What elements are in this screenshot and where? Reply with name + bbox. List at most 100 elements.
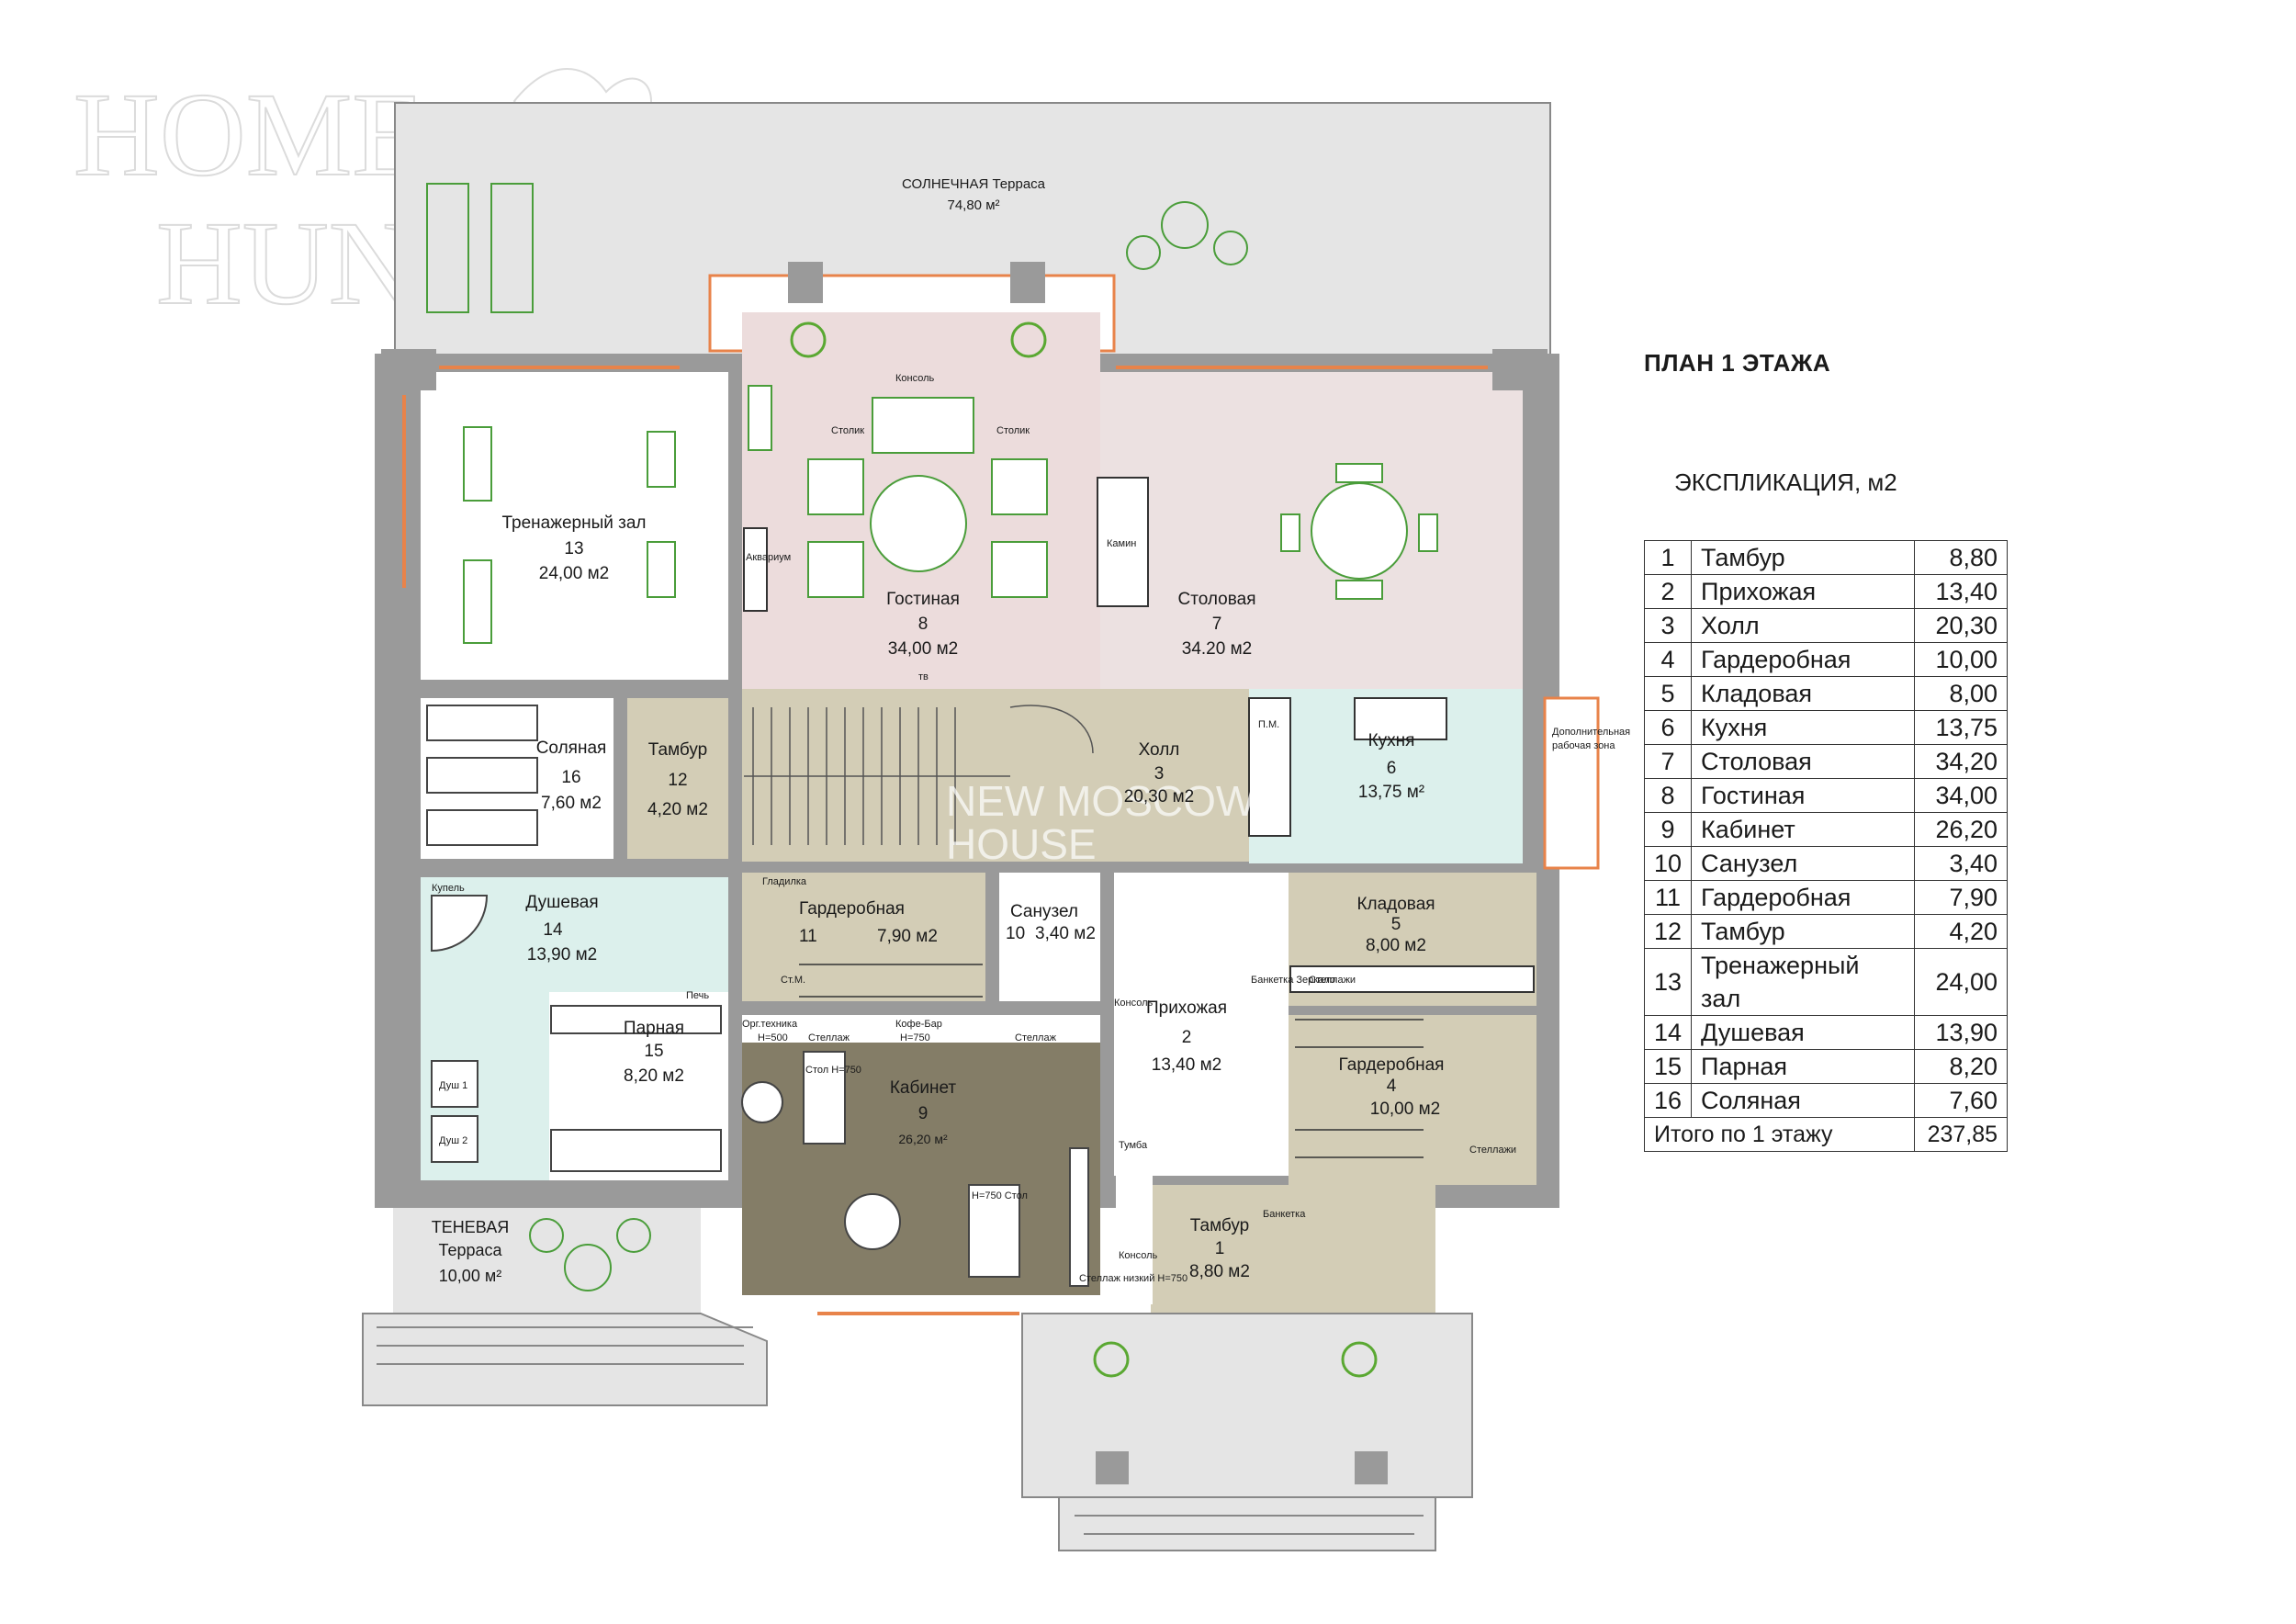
staircase xyxy=(744,705,1094,845)
room-3-name: Холл xyxy=(1139,740,1180,760)
pech-label: Печь xyxy=(686,990,709,1001)
terrace-furniture xyxy=(426,183,1248,1291)
row-name: Кладовая xyxy=(1691,676,1916,711)
porch-steps xyxy=(1058,1496,1436,1551)
plant-icons xyxy=(790,321,1378,1378)
console-3-label: Консоль xyxy=(1114,998,1154,1009)
row-area: 7,60 xyxy=(1914,1083,2009,1118)
room-11-name: Гардеробная xyxy=(799,899,905,919)
watermark-line2: HOUSE xyxy=(946,820,1097,868)
row-name: Тамбур xyxy=(1691,914,1916,949)
gladilka-label: Гладилка xyxy=(762,876,807,887)
kitchen-counter xyxy=(1248,697,1291,837)
row-name: Соляная xyxy=(1691,1083,1916,1118)
row-number: 3 xyxy=(1643,608,1693,643)
room-label-14: Душевая 14 13,90 м2 xyxy=(525,893,598,964)
room-9-area: 26,20 м² xyxy=(898,1132,948,1146)
room-14-num: 14 xyxy=(543,920,563,940)
row-area: 13,90 xyxy=(1914,1015,2009,1050)
room-12-fill xyxy=(627,698,728,859)
shade-terrace-label: ТЕНЕВАЯ Терраса 10,00 м² xyxy=(432,1218,509,1285)
rack-label: Стеллаж xyxy=(808,1032,850,1043)
new-moscow-house-watermark: NEW MOSCOW HOUSE xyxy=(946,777,1256,868)
gym-equipment xyxy=(463,426,676,644)
sun-terrace-name: СОЛНЕЧНАЯ Терраса xyxy=(902,176,1046,192)
row-number: 7 xyxy=(1643,744,1693,779)
column-4 xyxy=(381,349,436,390)
row-number: 2 xyxy=(1643,574,1693,609)
room-label-8: Гостиная 8 34,00 м2 xyxy=(886,590,960,659)
row-name: Гостиная xyxy=(1691,778,1916,813)
shade-terrace-area: 10,00 м² xyxy=(439,1267,501,1285)
row-name: Тамбур xyxy=(1691,540,1916,575)
tv-label: тв xyxy=(918,671,929,682)
room-15-num: 15 xyxy=(644,1042,663,1061)
room-label-13: Тренажерный зал 13 24,00 м2 xyxy=(502,513,647,583)
row-number: 16 xyxy=(1643,1083,1693,1118)
room-15-name: Парная xyxy=(624,1019,684,1038)
row-area: 8,80 xyxy=(1914,540,2009,575)
room-12-name: Тамбур xyxy=(648,740,708,760)
row-number: 14 xyxy=(1643,1015,1693,1050)
tumba-label: Тумба xyxy=(1119,1140,1148,1151)
table-h750-b-label: H=750 Стол xyxy=(972,1190,1028,1201)
room-3-num: 3 xyxy=(1154,764,1165,784)
room-1-num: 1 xyxy=(1215,1239,1225,1258)
room-4-name: Гардеробная xyxy=(1339,1055,1445,1075)
fireplace-label: Камин xyxy=(1107,538,1136,549)
stolik-left-label: Столик xyxy=(831,425,864,436)
rack-low-label: Стеллаж низкий H=750 xyxy=(1079,1273,1187,1284)
room-10-area: 3,40 м2 xyxy=(1035,924,1096,943)
room-4-num: 4 xyxy=(1387,1077,1397,1096)
fireplace xyxy=(1097,477,1149,607)
room-7-name: Столовая xyxy=(1178,590,1256,609)
stm-label: Ст.М. xyxy=(781,975,805,986)
row-area: 7,90 xyxy=(1914,880,2009,915)
total-area: 237,85 xyxy=(1914,1117,2009,1152)
shower-fixtures xyxy=(431,895,722,1172)
room-4-area: 10,00 м2 xyxy=(1370,1100,1440,1119)
rack-label-2: Стеллаж xyxy=(1015,1032,1057,1043)
sun-terrace-label: СОЛНЕЧНАЯ Терраса 74,80 м² xyxy=(902,176,1046,213)
room-label-16: Соляная 16 7,60 м2 xyxy=(536,739,607,813)
row-name: Кабинет xyxy=(1691,812,1916,847)
logo-line1: HOME xyxy=(73,69,425,201)
coffee-bar-label: Кофе-Бар xyxy=(895,1019,942,1030)
org-tech-h-label: H=500 xyxy=(758,1032,788,1043)
room-6-area: 13,75 м² xyxy=(1358,783,1424,802)
room-1-name: Тамбур xyxy=(1190,1216,1250,1235)
racks2-label: Стеллажи xyxy=(1469,1145,1516,1156)
row-number: 12 xyxy=(1643,914,1693,949)
windows xyxy=(402,366,1488,1315)
room-label-12: Тамбур 12 4,20 м2 xyxy=(647,740,708,819)
living-furniture xyxy=(748,385,1048,598)
shade-terrace-name: ТЕНЕВАЯ xyxy=(432,1218,509,1236)
office-furniture xyxy=(741,1051,1089,1287)
row-number: 15 xyxy=(1643,1049,1693,1084)
room-13-area: 24,00 м2 xyxy=(539,564,609,583)
room-11-area: 7,90 м2 xyxy=(877,927,938,946)
row-number: 5 xyxy=(1643,676,1693,711)
porch-column-left xyxy=(1096,1451,1129,1484)
room-14-area: 13,90 м2 xyxy=(527,945,597,964)
row-number: 10 xyxy=(1643,846,1693,881)
row-area: 34,00 xyxy=(1914,778,2009,813)
room-13-num: 13 xyxy=(564,539,583,558)
watermark-line1: NEW MOSCOW xyxy=(946,777,1256,825)
room-7-area: 34.20 м2 xyxy=(1182,639,1252,659)
extra-work-label-2: рабочая зона xyxy=(1552,740,1615,751)
row-number: 4 xyxy=(1643,642,1693,677)
row-area: 24,00 xyxy=(1914,948,2009,1016)
room-label-2: Прихожая 2 13,40 м2 xyxy=(1146,998,1227,1075)
room-label-7: Столовая 7 34.20 м2 xyxy=(1178,590,1256,659)
dining-furniture xyxy=(1280,463,1438,600)
room-10-name: Санузел xyxy=(1010,902,1078,921)
kitchen-island xyxy=(1354,697,1447,740)
row-area: 34,20 xyxy=(1914,744,2009,779)
